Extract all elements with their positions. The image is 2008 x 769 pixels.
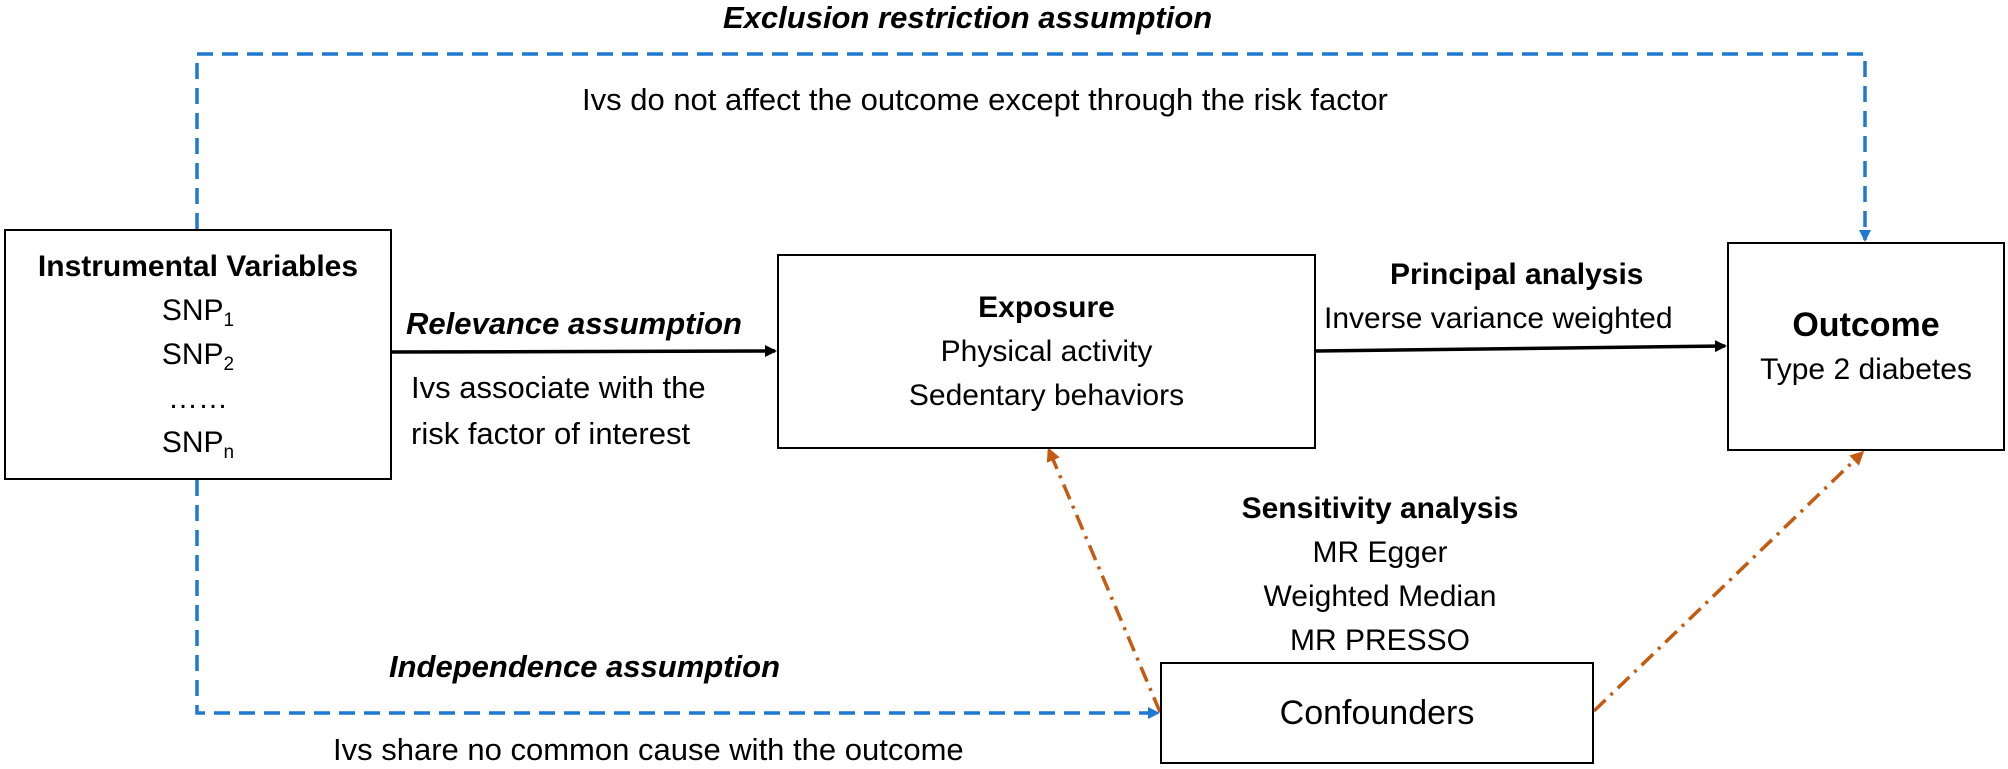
- independence-title: Independence assumption: [389, 649, 781, 684]
- principal-arrow: [1315, 340, 1727, 353]
- exclusion-text: Ivs do not affect the outcome except thr…: [582, 82, 1388, 117]
- confounders-label: Confounders: [1279, 693, 1475, 732]
- sensitivity-block: Sensitivity analysis MR Egger Weighted M…: [1180, 487, 1580, 663]
- exclusion-arrow: [195, 52, 1871, 242]
- exposure-title: Exposure: [978, 290, 1115, 324]
- sensitivity-item-1: MR Egger: [1312, 536, 1448, 569]
- iv-title: Instrumental Variables: [37, 249, 359, 283]
- principal-text: Inverse variance weighted: [1324, 302, 1673, 335]
- snp-ellipsis: ……: [168, 381, 228, 415]
- exposure-line-2: Sedentary behaviors: [908, 378, 1185, 412]
- snp-2: SNP2: [161, 337, 235, 375]
- exposure-line-1: Physical activity: [940, 334, 1153, 368]
- outcome-title: Outcome: [1792, 305, 1940, 344]
- relevance-text-1: Ivs associate with the: [411, 370, 706, 405]
- independence-text: Ivs share no common cause with the outco…: [333, 732, 964, 767]
- confounders-box: Confounders: [1160, 662, 1594, 764]
- principal-title: Principal analysis: [1390, 258, 1644, 291]
- relevance-arrow: [391, 345, 777, 358]
- instrumental-variables-box: Instrumental Variables SNP1 SNP2 …… SNPn: [4, 229, 392, 480]
- relevance-title: Relevance assumption: [406, 306, 742, 341]
- sensitivity-item-3: MR PRESSO: [1289, 624, 1471, 657]
- exclusion-title: Exclusion restriction assumption: [723, 0, 1213, 35]
- exposure-box: Exposure Physical activity Sedentary beh…: [777, 254, 1316, 449]
- snp-1: SNP1: [161, 293, 235, 331]
- snp-n: SNPn: [161, 425, 235, 463]
- relevance-text-2: risk factor of interest: [411, 416, 691, 451]
- sensitivity-item-2: Weighted Median: [1263, 580, 1497, 613]
- confounders-exposure-arrow: [1046, 447, 1162, 713]
- outcome-box: Outcome Type 2 diabetes: [1727, 242, 2005, 451]
- sensitivity-title: Sensitivity analysis: [1241, 492, 1519, 525]
- confounders-outcome-arrow: [1592, 450, 1865, 713]
- independence-arrow: [195, 480, 1160, 719]
- outcome-line-1: Type 2 diabetes: [1760, 352, 1972, 386]
